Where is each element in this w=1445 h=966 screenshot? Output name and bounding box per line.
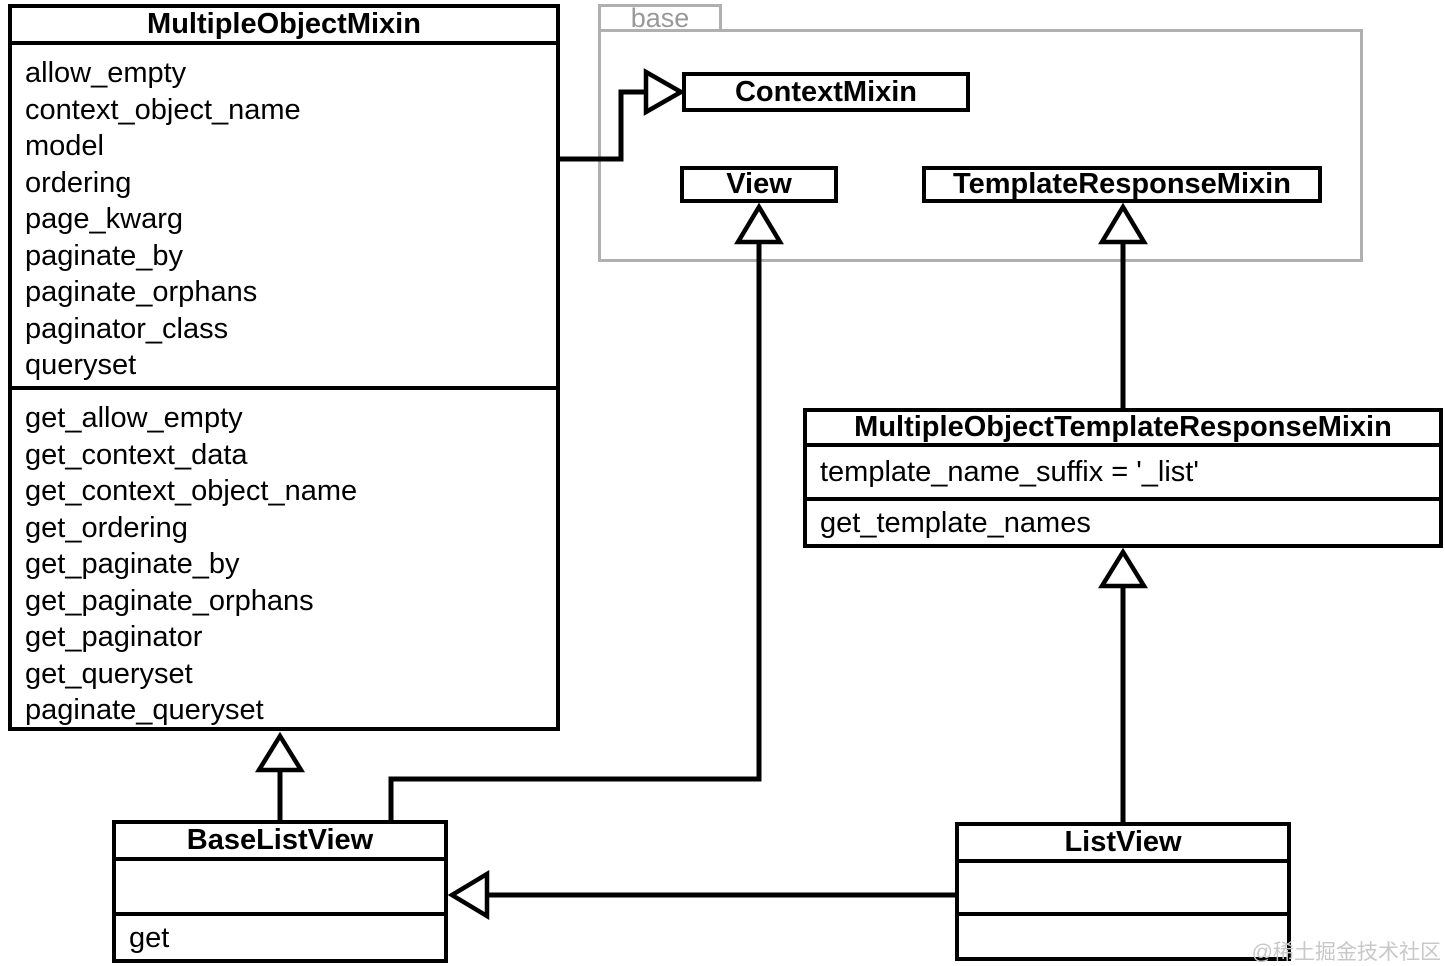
class-box-view: View	[680, 166, 838, 203]
package-base	[598, 29, 1363, 262]
package-base-label: base	[630, 2, 690, 33]
attribute-item: ordering	[25, 166, 132, 199]
method-item: get_paginate_orphans	[25, 584, 314, 617]
attributes-section-motrm: template_name_suffix = '_list'	[807, 443, 1439, 497]
inheritance-arrow-contextmixin	[643, 68, 686, 116]
attributes-section-baselistview	[116, 857, 444, 912]
class-title-multipleobjectmixin: MultipleObjectMixin	[147, 8, 421, 40]
attribute-item: queryset	[25, 349, 137, 381]
method-item: get_allow_empty	[25, 402, 243, 434]
methods-section-listview	[959, 912, 1287, 957]
class-box-motrm: MultipleObjectTemplateResponseMixin temp…	[803, 408, 1443, 548]
method-item: get_queryset	[25, 657, 193, 690]
method-item: get_paginate_by	[25, 548, 240, 580]
method-item: get_paginator	[25, 621, 203, 653]
class-box-multipleobjectmixin: MultipleObjectMixin allow_empty context_o…	[8, 4, 560, 731]
attribute-item: template_name_suffix = '_list'	[820, 456, 1199, 488]
inheritance-line-multipleobjectmixin-to-contextmixin	[560, 89, 646, 162]
methods-section-baselistview: get	[116, 912, 444, 959]
inheritance-arrow-motrm	[1097, 547, 1149, 589]
method-item: get_template_names	[820, 506, 1091, 539]
method-item: get_ordering	[25, 511, 188, 544]
class-title-templateresponsemixin: TemplateResponseMixin	[953, 170, 1291, 199]
attribute-item: paginate_by	[25, 239, 184, 272]
attribute-item: paginate_orphans	[25, 276, 258, 308]
attribute-item: allow_empty	[25, 57, 187, 89]
class-title-listview: ListView	[1064, 826, 1182, 858]
package-base-tab: base	[598, 4, 722, 32]
attribute-item: paginator_class	[25, 312, 229, 345]
inheritance-arrow-templateresponsemixin	[1098, 202, 1148, 245]
class-title-view: View	[726, 170, 792, 199]
class-title-baselistview: BaseListView	[186, 824, 374, 856]
attribute-item: context_object_name	[25, 93, 301, 126]
attribute-item: page_kwarg	[25, 203, 183, 235]
method-item: get	[129, 921, 170, 954]
methods-section-multipleobjectmixin: get_allow_empty get_context_data get_conte…	[12, 386, 556, 727]
inheritance-arrow-view	[734, 202, 784, 245]
class-title-contextmixin: ContextMixin	[734, 76, 918, 108]
methods-section-motrm: get_template_names	[807, 497, 1439, 544]
inheritance-arrow-baselistview	[447, 870, 490, 920]
inheritance-arrow-multipleobjectmixin	[254, 731, 306, 773]
attributes-section-listview	[959, 859, 1287, 912]
class-box-contextmixin: ContextMixin	[682, 72, 970, 112]
class-box-listview: ListView	[955, 822, 1291, 961]
method-item: get_context_object_name	[25, 475, 358, 507]
class-title-motrm: MultipleObjectTemplateResponseMixin	[854, 412, 1392, 443]
class-box-templateresponsemixin: TemplateResponseMixin	[922, 166, 1322, 203]
inheritance-line-baselistview-to-view	[388, 242, 762, 822]
method-item: get_context_data	[25, 438, 248, 471]
attribute-item: model	[25, 130, 104, 162]
method-item: paginate_queryset	[25, 694, 264, 726]
watermark: @稀土掘金技术社区	[1251, 941, 1441, 964]
class-box-baselistview: BaseListView get	[112, 820, 448, 963]
